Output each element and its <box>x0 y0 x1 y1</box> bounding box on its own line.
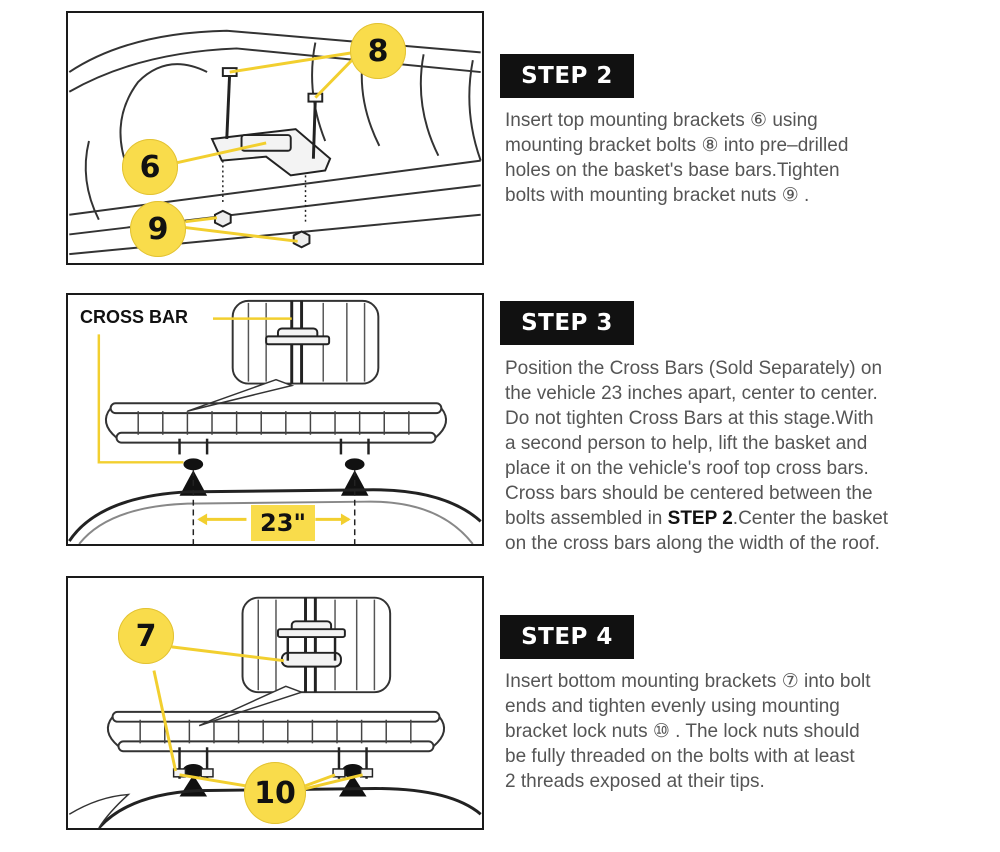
step2-illustration: 8 6 9 <box>66 11 484 265</box>
step3-line-7: bolts assembled in STEP 2.Center the bas… <box>505 506 955 531</box>
step4-line-2: ends and tighten evenly using mounting <box>505 696 840 717</box>
step4-line-1: Insert bottom mounting brackets ⑦ into b… <box>505 671 871 692</box>
bottom-bracket-drawing <box>68 596 482 828</box>
step3-line-7-post: .Center the basket <box>732 508 889 529</box>
step3-line-4: a second person to help, lift the basket… <box>505 433 868 454</box>
step3-line-1: Position the Cross Bars (Sold Separately… <box>505 358 883 379</box>
step4-line-3: bracket lock nuts ⑩ . The lock nuts shou… <box>505 721 860 742</box>
step3-line-7-pre: bolts assembled in <box>505 508 668 529</box>
callout-nuts-9: 9 <box>130 201 186 257</box>
step2-description: Insert top mounting brackets ⑥ using mou… <box>505 108 955 208</box>
step4-line-5: 2 threads exposed at their tips. <box>505 771 765 792</box>
step2-badge: STEP 2 <box>500 54 634 98</box>
callout-locknuts-10: 10 <box>244 762 306 824</box>
step3-line-8: on the cross bars along the width of the… <box>505 533 880 554</box>
crossbar-placement-drawing <box>68 299 482 544</box>
step2-line-4: bolts with mounting bracket nuts ⑨ . <box>505 185 810 206</box>
basket-base-bars-drawing <box>68 29 482 256</box>
step4-badge: STEP 4 <box>500 615 634 659</box>
step3-badge: STEP 3 <box>500 301 634 345</box>
dimension-23-inch-label: 23" <box>251 505 315 541</box>
step3-illustration: CROSS BAR 23" <box>66 293 484 546</box>
step2-line-1: Insert top mounting brackets ⑥ using <box>505 110 818 131</box>
step3-line-7-bold: STEP 2 <box>667 508 733 529</box>
callout-bolts-8: 8 <box>350 23 406 79</box>
crossbar-label: CROSS BAR <box>78 307 191 328</box>
step4-illustration: 7 10 <box>66 576 484 830</box>
step4-line-4: be fully threaded on the bolts with at l… <box>505 746 855 767</box>
step4-description: Insert bottom mounting brackets ⑦ into b… <box>505 669 955 794</box>
callout-bracket-7: 7 <box>118 608 174 664</box>
step3-line-5: place it on the vehicle's roof top cross… <box>505 458 869 479</box>
step3-line-6: Cross bars should be centered between th… <box>505 483 873 504</box>
callout-bracket-6: 6 <box>122 139 178 195</box>
step2-line-2: mounting bracket bolts ⑧ into pre–drille… <box>505 135 849 156</box>
step3-description: Position the Cross Bars (Sold Separately… <box>505 356 955 556</box>
step2-line-3: holes on the basket's base bars.Tighten <box>505 160 840 181</box>
step3-line-2: the vehicle 23 inches apart, center to c… <box>505 383 878 404</box>
step3-line-3: Do not tighten Cross Bars at this stage.… <box>505 408 874 429</box>
